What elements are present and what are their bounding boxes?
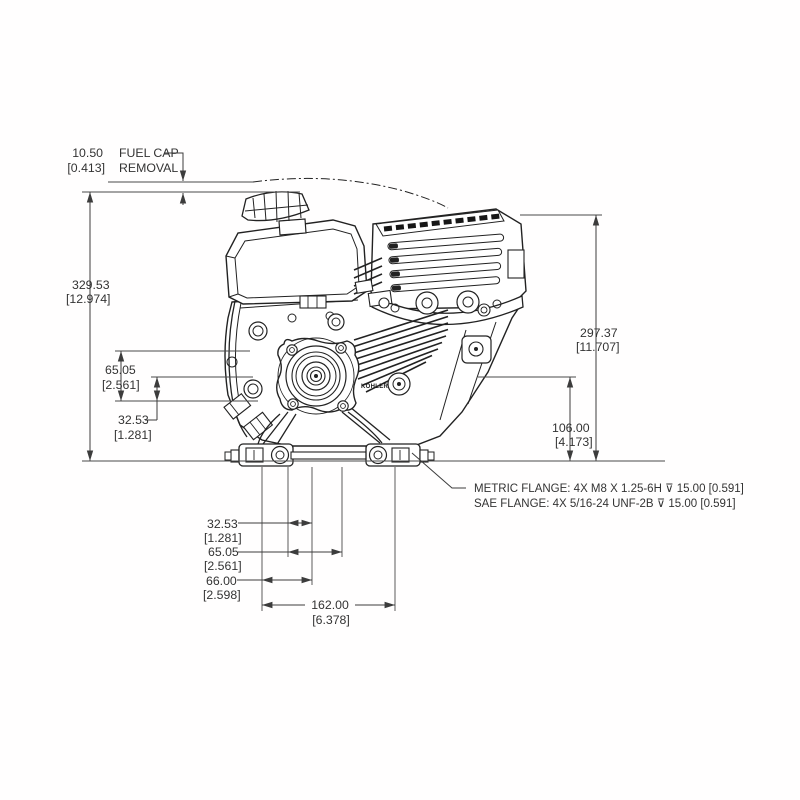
dim-crank-center-height: 106.00 [4.173] [478, 376, 593, 461]
heat-shield [370, 290, 524, 326]
dim-overall-height-in: [12.974] [66, 292, 110, 306]
dim-base-offset-large-in: [2.598] [203, 588, 241, 602]
dim-base-offset-large: 66.00 [2.598] [203, 574, 312, 602]
dim-base-offset-small-in: [1.281] [204, 531, 242, 545]
dim-left-center-offset-mm: 32.53 [118, 413, 149, 427]
dim-muffler-height: 297.37 [11.707] [520, 214, 620, 461]
base-rail [290, 451, 370, 460]
dim-crank-center-height-mm: 106.00 [552, 421, 590, 435]
blower-housing-edge [223, 300, 274, 441]
dim-base-offset-small: 32.53 [1.281] [204, 517, 312, 545]
dim-muffler-height-mm: 297.37 [580, 326, 618, 340]
dim-base-offset-small-mm: 32.53 [207, 517, 238, 531]
dim-fuel-cap-gap-mm: 10.50 [72, 146, 103, 160]
fuel-cap-label-line1: FUEL CAP [119, 146, 179, 160]
pto-flange [276, 337, 360, 415]
flange-note: METRIC FLANGE: 4X M8 X 1.25-6H ⊽ 15.00 [… [411, 452, 744, 510]
dim-overall-height: 329.53 [12.974] [66, 192, 110, 461]
dim-base-width: 162.00 [6.378] [262, 598, 395, 627]
dim-crank-center-height-in: [4.173] [555, 435, 593, 449]
cap-removal-arc [252, 177, 449, 209]
dim-base-width-in: [6.378] [312, 613, 350, 627]
mount-foot-left [224, 443, 294, 467]
sae-flange-note: SAE FLANGE: 4X 5/16-24 UNF-2B ⊽ 15.00 [0… [474, 498, 736, 510]
mount-struts [257, 406, 391, 447]
dim-overall-height-mm: 329.53 [72, 278, 110, 292]
dim-base-offset-mid: 65.05 [2.561] [204, 545, 342, 573]
fuel-cap [241, 190, 310, 236]
dim-base-offset-large-mm: 66.00 [206, 574, 237, 588]
carb-linkage [287, 279, 393, 323]
case-bolts [226, 303, 492, 399]
bottom-extension-lines [261, 467, 396, 611]
flange-bolt-holes [286, 342, 349, 412]
muffler-side-tab [507, 249, 525, 279]
louver-band [383, 213, 501, 232]
dim-base-offset-mid-in: [2.561] [204, 559, 242, 573]
fuel-tank [225, 219, 368, 305]
dim-base-offset-mid-mm: 65.05 [208, 545, 239, 559]
metric-flange-note: METRIC FLANGE: 4X M8 X 1.25-6H ⊽ 15.00 [… [474, 483, 744, 495]
dim-left-vertical: 65.05 [2.561] 32.53 [1.281] [102, 350, 258, 442]
dim-muffler-height-in: [11.707] [576, 340, 620, 354]
dim-base-width-mm: 162.00 [311, 598, 349, 612]
dim-left-bolt-spacing-in: [2.561] [102, 378, 140, 392]
dim-fuel-cap-removal: 10.50 [0.413] FUEL CAP REMOVAL [67, 146, 300, 205]
crankshaft [301, 361, 331, 391]
dim-left-center-offset-in: [1.281] [114, 428, 152, 442]
dim-left-bolt-spacing-mm: 65.05 [105, 363, 136, 377]
dim-fuel-cap-gap-in: [0.413] [67, 161, 105, 175]
brand-label: KOHLER [361, 384, 388, 390]
muffler [370, 208, 527, 310]
mount-foot-right [365, 443, 435, 467]
fuel-cap-label-line2: REMOVAL [119, 161, 178, 175]
